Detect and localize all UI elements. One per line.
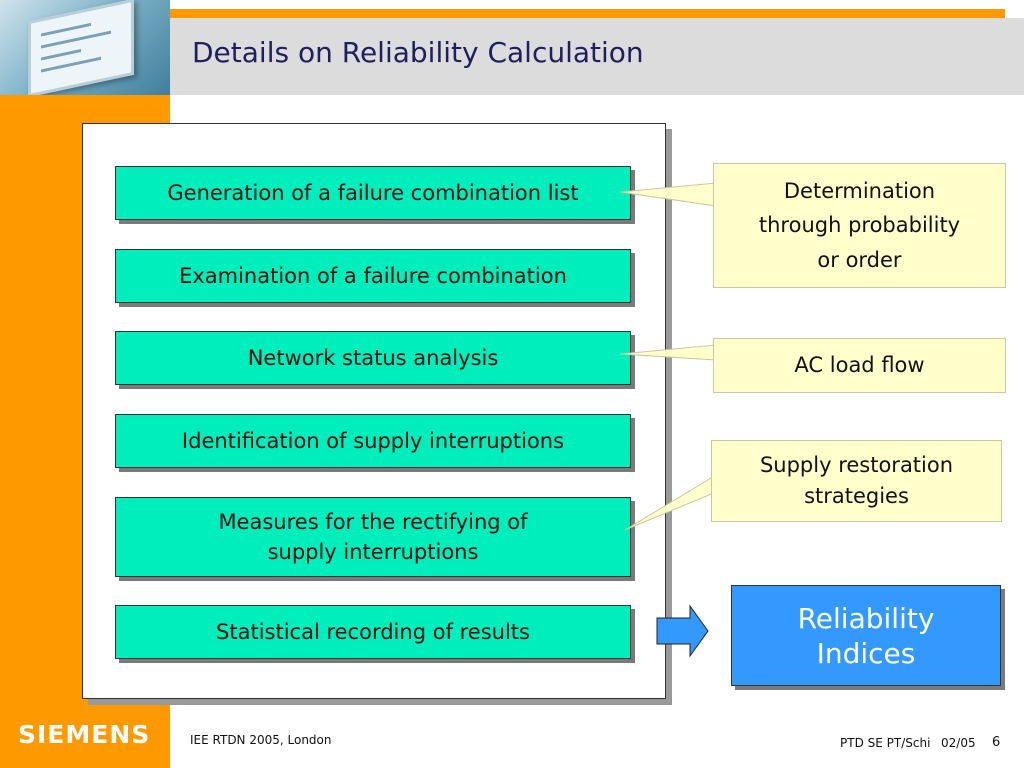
callout-pointer-ac-load-flow bbox=[619, 344, 717, 361]
siemens-logo: SIEMENS bbox=[18, 720, 151, 749]
step-network-status-analysis: Network status analysis bbox=[115, 331, 631, 385]
result-reliability-indices: Reliability Indices bbox=[731, 585, 1001, 686]
callout-pointer-determination bbox=[619, 182, 717, 207]
title-band bbox=[170, 18, 1024, 95]
callout-pointer-supply-restoration bbox=[624, 474, 717, 531]
footer-event: IEE RTDN 2005, London bbox=[190, 733, 332, 747]
step-generation-failure-combination-list: Generation of a failure combination list bbox=[115, 166, 631, 220]
callout-determination: Determination through probability or ord… bbox=[713, 163, 1006, 288]
step-statistical-recording: Statistical recording of results bbox=[115, 605, 631, 659]
callout-ac-load-flow: AC load flow bbox=[713, 338, 1006, 393]
step-examination-failure-combination: Examination of a failure combination bbox=[115, 249, 631, 303]
step-measures-rectifying-interruptions: Measures for the rectifying of supply in… bbox=[115, 497, 631, 577]
arrow-right-icon bbox=[656, 604, 709, 658]
step-identification-supply-interruptions: Identification of supply interruptions bbox=[115, 414, 631, 468]
header-thumbnail-image bbox=[0, 0, 170, 95]
top-accent-bar bbox=[170, 9, 1005, 18]
page-number: 6 bbox=[992, 735, 1001, 750]
page-title: Details on Reliability Calculation bbox=[192, 36, 644, 69]
footer-code: PTD SE PT/Schi bbox=[840, 736, 931, 750]
footer-date: 02/05 bbox=[941, 736, 976, 750]
callout-supply-restoration: Supply restoration strategies bbox=[711, 440, 1002, 522]
